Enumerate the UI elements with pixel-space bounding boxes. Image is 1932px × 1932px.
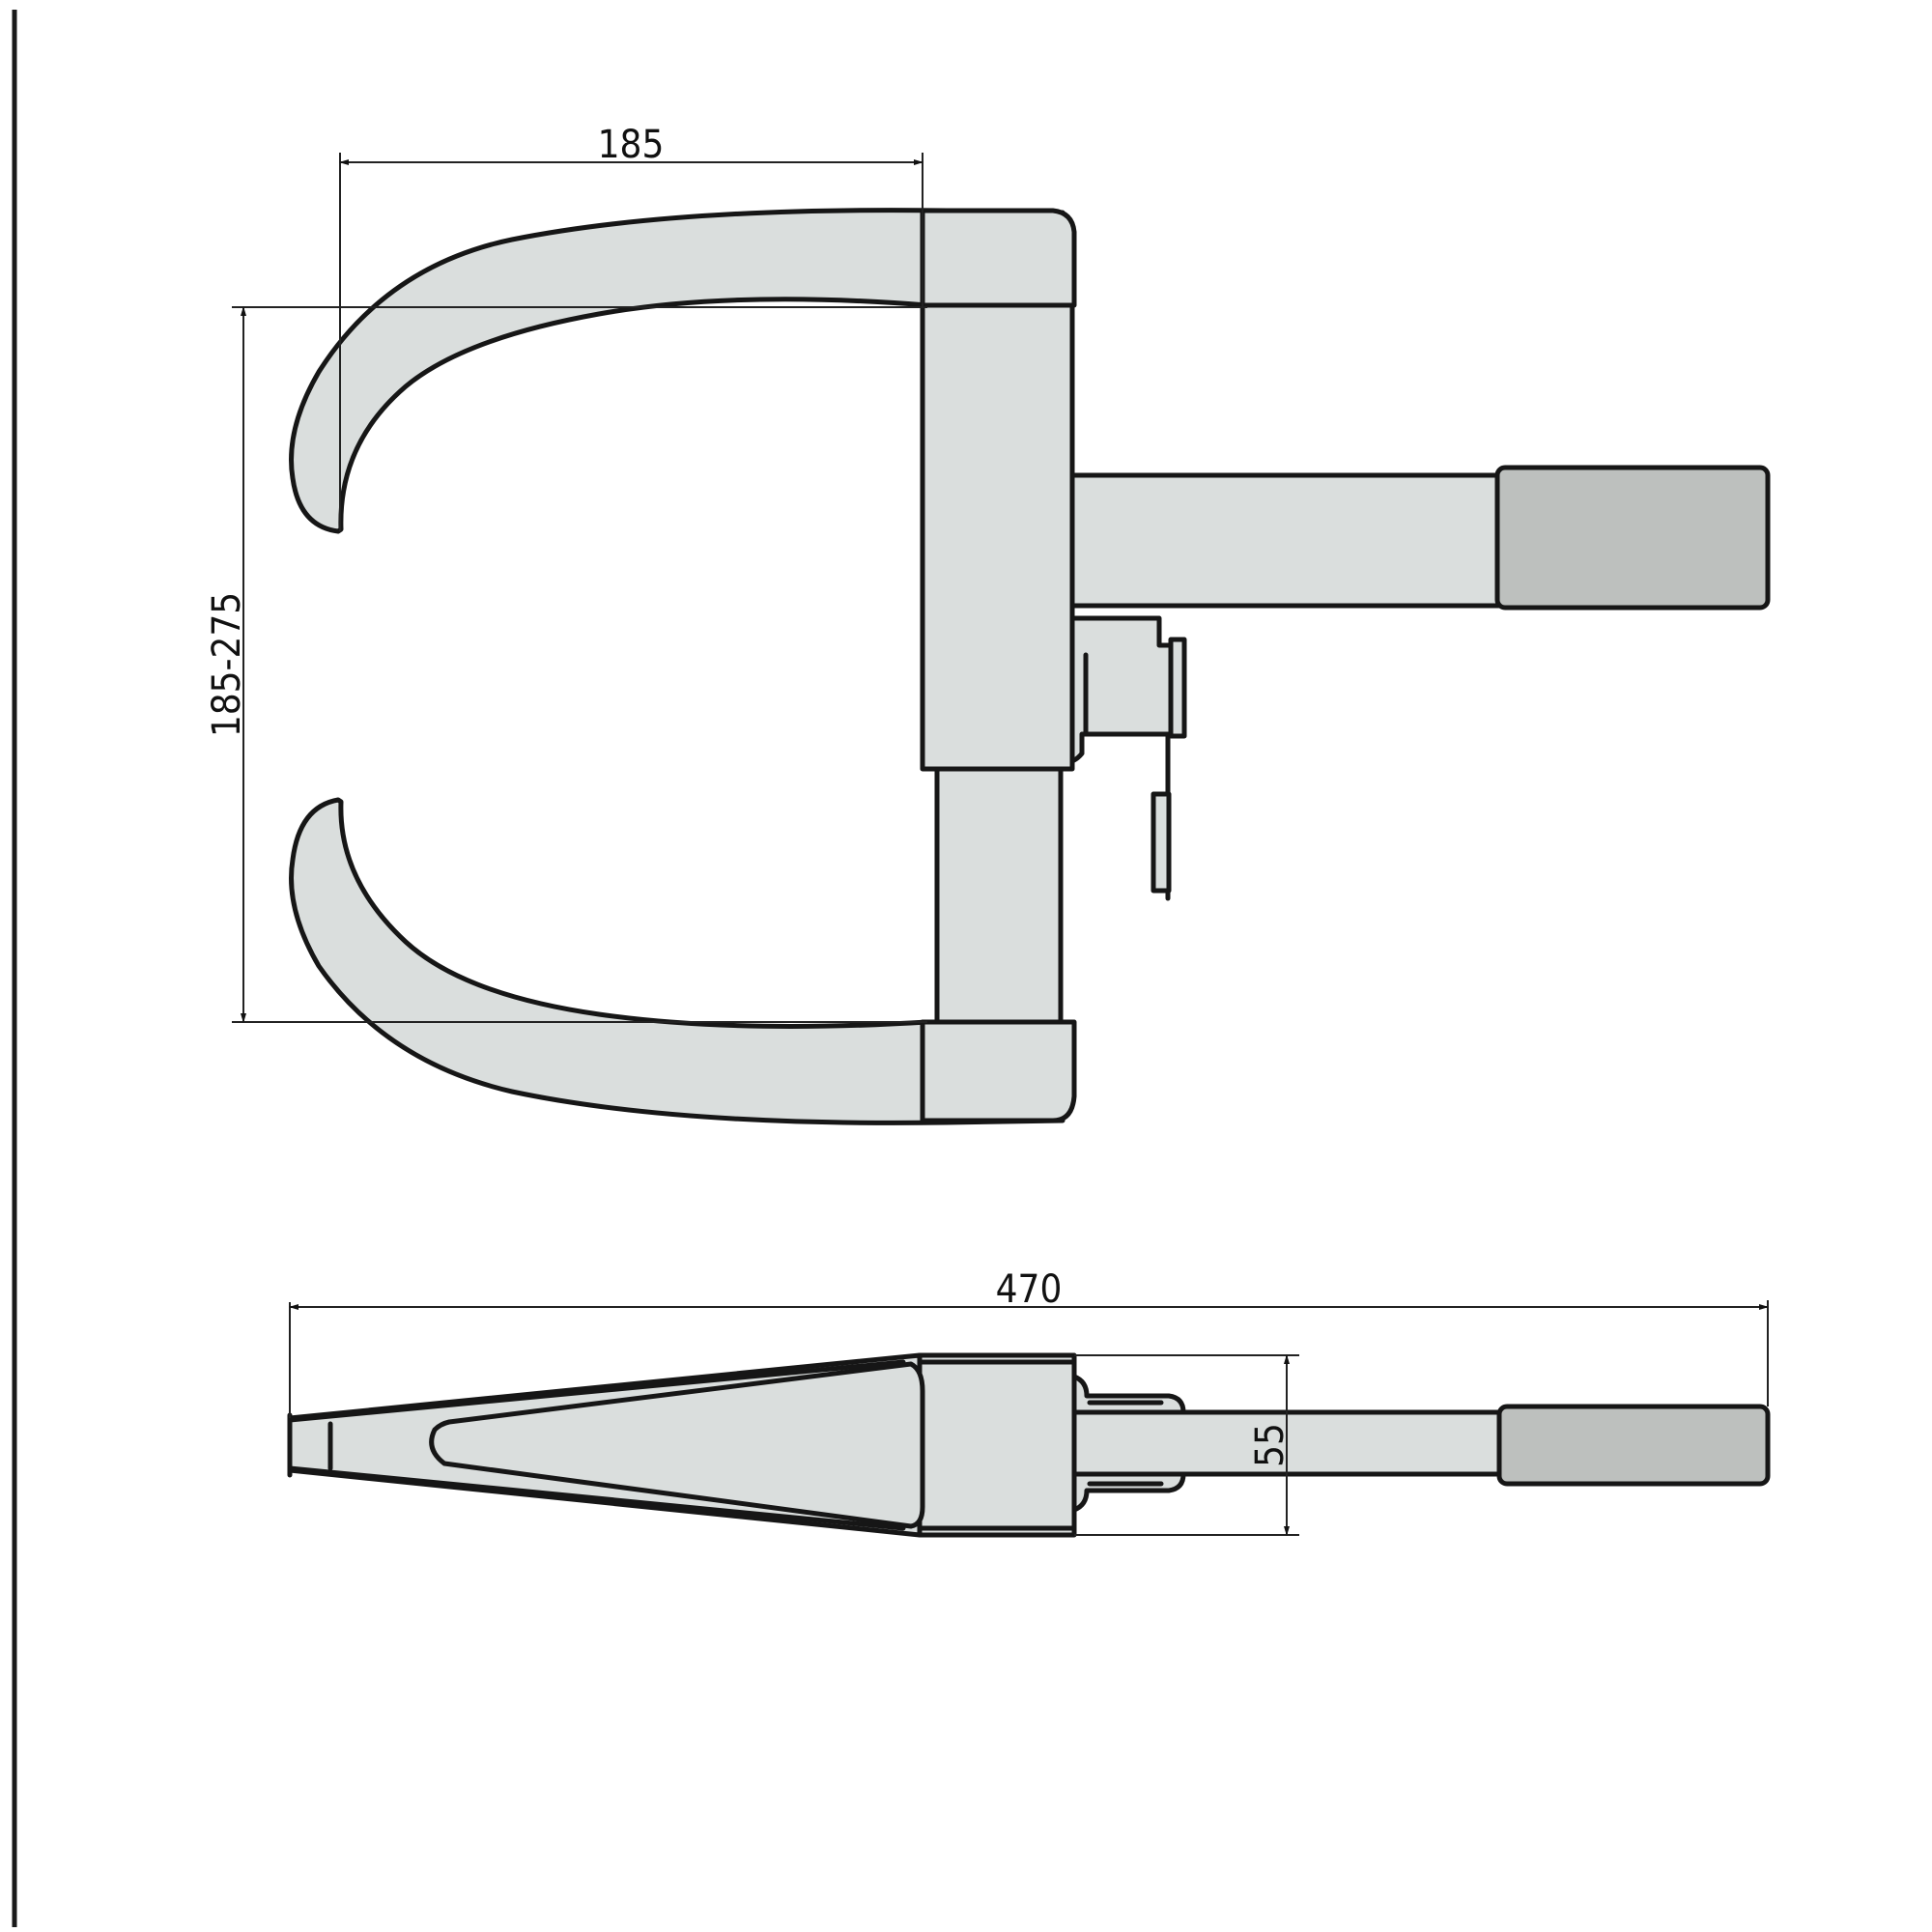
dim-label-overall-length: 470 (996, 1267, 1063, 1312)
key-cylinder (1060, 615, 1174, 766)
top-hub-body (917, 1352, 1077, 1538)
key-cylinder-face (1168, 637, 1187, 739)
top-view: 470 55 (287, 1267, 1771, 1538)
spindle-column-lower (934, 766, 1064, 1025)
dim-label-handle-projection: 185 (598, 123, 665, 167)
top-cylinder-upper (1071, 1374, 1186, 1415)
spindle-column-upper (920, 302, 1075, 772)
lower-lever (289, 797, 1065, 1125)
bolt-rod (1069, 472, 1505, 609)
dim-label-handle-spacing: 185-275 (205, 592, 249, 737)
lower-hub (920, 1019, 1077, 1123)
upper-hub (920, 208, 1077, 308)
upper-lever (289, 208, 1065, 534)
top-lever-recess (429, 1361, 925, 1529)
dim-label-body-depth: 55 (1248, 1423, 1293, 1467)
bolt-grip (1494, 465, 1771, 611)
key-tab (1151, 791, 1172, 894)
top-bolt-grip (1496, 1404, 1771, 1487)
top-cylinder-lower (1071, 1471, 1186, 1513)
front-view: 185 185-275 (205, 123, 1771, 1125)
